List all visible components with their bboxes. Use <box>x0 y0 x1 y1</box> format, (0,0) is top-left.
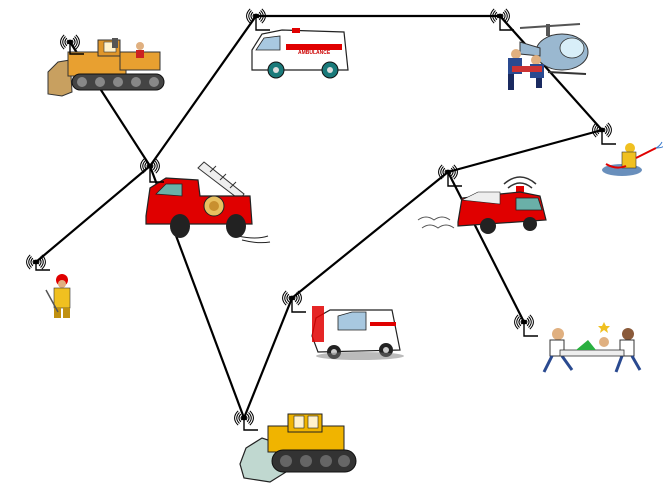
antenna-fire-truck-right <box>438 164 462 187</box>
ambulance-top-icon: AMBULANCE <box>251 28 349 79</box>
fire-truck-left-icon <box>145 161 271 244</box>
antenna-bulldozer-bottom <box>234 410 258 431</box>
firefighter-hose-icon <box>602 141 663 176</box>
bulldozer-top-icon <box>47 38 165 97</box>
link-firefighter-hose-to-fire-truck-right <box>447 128 603 174</box>
fire-truck-right-icon <box>417 176 547 234</box>
link-fire-truck-right-to-paramedics-stretcher <box>447 171 525 323</box>
link-ambulance-van-to-bulldozer-bottom <box>242 297 294 419</box>
link-fire-truck-right-to-ambulance-van <box>291 171 449 299</box>
antenna-ambulance-top <box>246 8 270 31</box>
firefighter-left-icon <box>45 274 71 318</box>
paramedics-icon <box>542 322 642 373</box>
link-fire-truck-left-to-firefighter-left <box>35 165 151 263</box>
antenna-ambulance-van <box>282 290 306 313</box>
radio-antennas <box>26 8 616 431</box>
antenna-helicopter-rescue <box>490 8 514 31</box>
antenna-firefighter-left <box>26 254 50 271</box>
link-fire-truck-left-to-ambulance-top <box>149 15 257 167</box>
bulldozer-bottom-icon <box>239 413 357 483</box>
antenna-bulldozer-top <box>60 34 84 55</box>
ambulance-van-icon <box>311 306 404 360</box>
ambulance-top-label: AMBULANCE <box>298 50 331 56</box>
antenna-paramedics-stretcher <box>514 314 538 337</box>
antenna-firefighter-hose <box>592 122 616 145</box>
helicopter-rescue-icon <box>508 23 589 90</box>
antenna-fire-truck-left <box>140 158 164 183</box>
